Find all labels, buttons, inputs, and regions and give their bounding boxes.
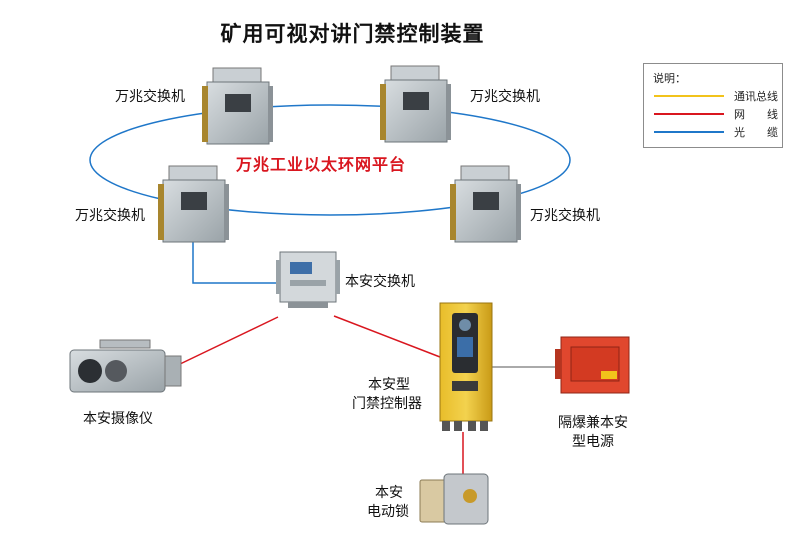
legend-item-network: 网 线 [654,106,778,122]
legend-swatch-bus [654,95,724,97]
switch-mid-right-label: 万兆交换机 [530,208,600,224]
legend-label-bus: 通讯总线 [734,90,778,103]
legend-label-fiber: 光 缆 [734,126,778,139]
lock-label-line2: 电动锁 [367,504,409,520]
legend-item-bus: 通讯总线 [654,88,778,104]
legend-item-fiber: 光 缆 [654,124,778,140]
controller-label-line2: 门禁控制器 [352,396,422,412]
camera-device [69,339,182,393]
power-supply-device [555,336,630,394]
power-label-line2: 型电源 [572,434,614,450]
legend-label-network: 网 线 [734,108,778,121]
legend-title: 说明： [653,72,686,85]
legend: 说明： 通讯总线 网 线 光 缆 [643,63,783,148]
switch-mid-left [158,165,229,243]
safe-switch-label: 本安交换机 [345,274,415,290]
controller-label-line1: 本安型 [368,377,410,393]
switch-top-left-label: 万兆交换机 [115,89,185,105]
fiber-link-safe-switch [192,240,282,284]
network-cable-camera [177,316,279,366]
fiber-ring [89,104,571,216]
lock-label-line1: 本安 [375,485,403,501]
power-label-line1: 隔爆兼本安 [558,415,628,431]
diagram-title: 矿用可视对讲门禁控制装置 [220,22,485,46]
switch-top-right-label: 万兆交换机 [470,89,540,105]
legend-swatch-fiber [654,131,724,133]
switch-mid-left-label: 万兆交换机 [75,208,145,224]
safe-switch-device [276,251,340,308]
switch-top-left [202,67,273,145]
switch-top-right [380,65,451,143]
ring-network-label: 万兆工业以太环网平台 [236,155,407,174]
legend-swatch-network [654,113,724,115]
access-controller-device [439,302,493,431]
network-cable-controller [333,315,441,358]
camera-label: 本安摄像仪 [83,411,153,427]
electric-lock-device [419,473,489,525]
switch-mid-right [450,165,521,243]
